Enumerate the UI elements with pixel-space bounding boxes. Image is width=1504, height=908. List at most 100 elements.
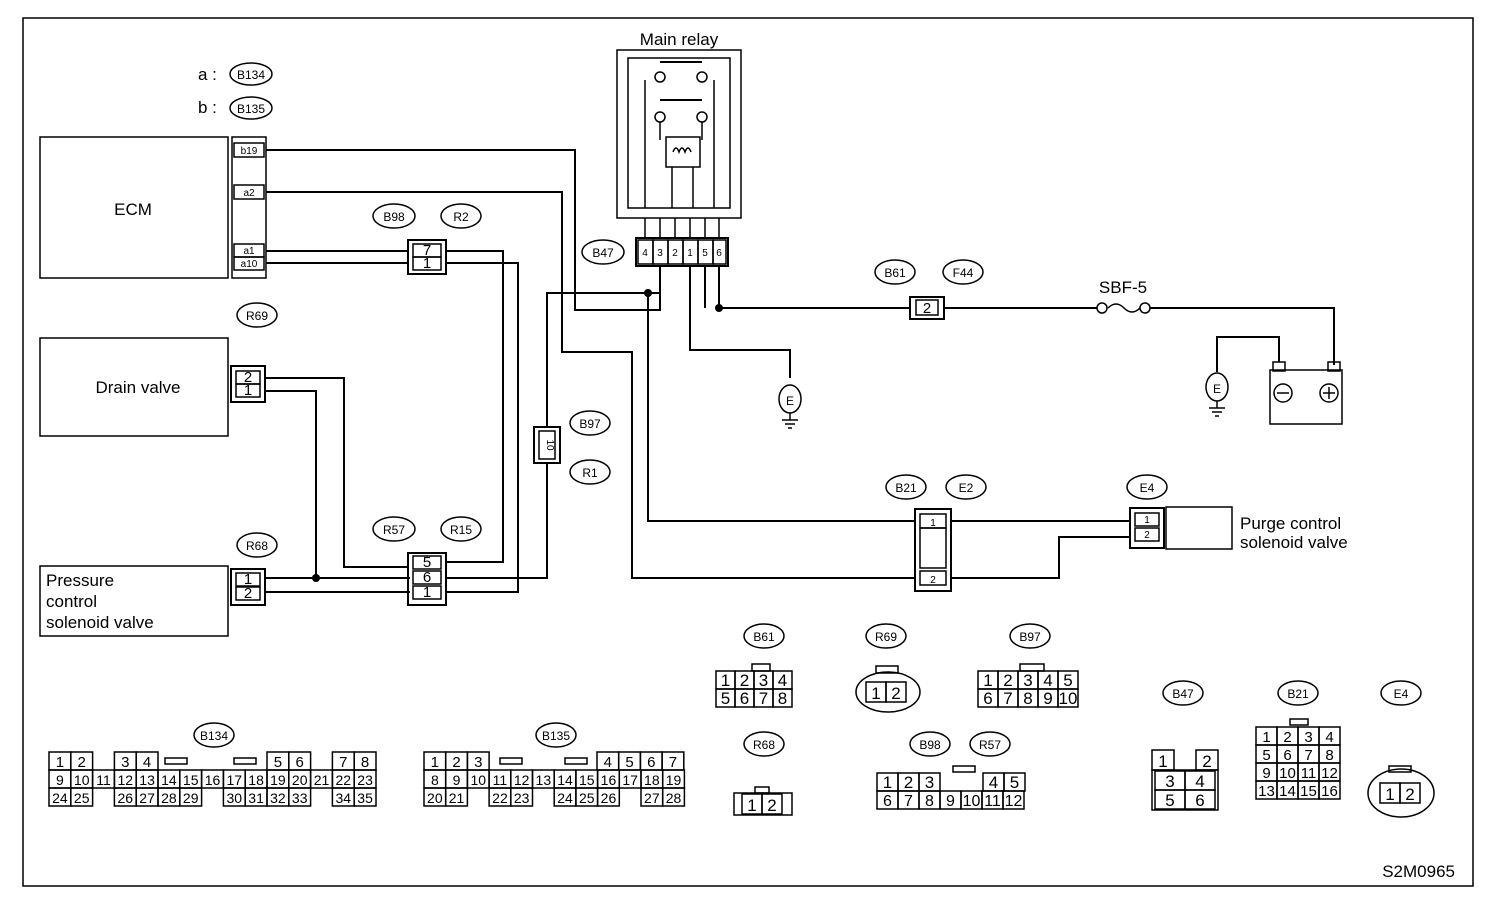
legend-b134-cell [179,787,203,807]
conn-r69-pin-2: 2 [244,369,252,386]
legend-b135-pin-14: 14 [557,772,573,788]
legend-b21-cell [1318,780,1341,800]
legend-e4-pin-2: 2 [1405,785,1414,804]
relay-connector [635,237,729,267]
fuse-icon [1107,303,1141,313]
tag-r57 [372,516,416,542]
legend-b97-pin-4: 4 [1043,671,1052,690]
legend-b135-pin-16: 16 [601,772,617,788]
legend-b134-pin-6: 6 [296,754,304,771]
legend-r69-cell [885,681,907,703]
legend-b21-pin-13: 13 [1258,783,1275,800]
legend-b98-pin-12: 12 [1005,793,1023,810]
legend-b98-latch [952,765,976,773]
conn-b98-pin [412,256,442,271]
legend-b134-pin-29: 29 [183,790,199,806]
conn-e4-pin [1134,527,1160,542]
legend-b21-pin-15: 15 [1300,783,1317,800]
legend-b134-pin-27: 27 [139,790,155,806]
conn-r69-pin-1: 1 [244,382,252,399]
relay-pin-4: 4 [642,248,648,259]
ground-icon [1209,401,1225,417]
legend-b135-pin-28: 28 [666,790,682,806]
tag-b61-label: B61 [884,266,906,280]
legend-r69-latch [875,665,899,674]
legend-b47-pin-4: 4 [1195,772,1204,791]
ecm-pin-a2-label: a2 [243,188,255,199]
wire-r69-1 [265,390,317,578]
legend-b135-latch [564,757,588,765]
legend-b21-pin-12: 12 [1321,765,1338,782]
legend-b47-tag [1162,680,1204,706]
legend-b135-pin-22: 22 [492,790,508,806]
ground-right-label: E [1213,382,1221,396]
legend-b21-pin-2: 2 [1283,729,1291,746]
legend-r68-tag [743,731,785,757]
tag-b47-label: B47 [592,246,614,260]
ecm-label: ECM [114,200,152,219]
legend-b97-pin-9: 9 [1043,689,1052,708]
legend-b135-pin-26: 26 [601,790,617,806]
legend-b98-cell [1002,790,1025,810]
wire-relay-b61 [704,266,912,309]
legend-b134-pin-16: 16 [205,772,221,788]
tag-r57-label: R57 [383,523,405,537]
legend-b134-latch [233,757,257,765]
legend-b134-pin-12: 12 [118,772,134,788]
legend-b21-pin-3: 3 [1304,729,1312,746]
legend-b134-pin-8: 8 [361,754,369,771]
conn-r57-pin [412,555,442,570]
legend-b134-pin-10: 10 [74,772,90,788]
ecm-pin-a2 [233,184,265,200]
legend-b135-pin-15: 15 [579,772,595,788]
legend-b47-pin-3: 3 [1165,772,1174,791]
legend-b135-pin-23: 23 [514,790,530,806]
legend-b135-pin-5: 5 [625,754,633,771]
tag-b134-label: B134 [237,68,265,82]
legend-b47-body [1151,769,1219,811]
tag-b98 [372,203,416,229]
legend-b135-pin-21: 21 [449,790,465,806]
ecm-box [39,136,229,279]
legend-b21-pin-6: 6 [1283,747,1291,764]
legend-r68-tag-label: R68 [753,738,775,752]
relay-terminal [654,111,666,123]
legend-b134-latch [164,757,188,765]
legend-b134-pin-13: 13 [139,772,155,788]
conn-b21-body [919,527,947,569]
legend-r68-pin-1: 1 [747,796,756,815]
legend-b134-pin-31: 31 [248,790,264,806]
legend-b134-pin-1: 1 [56,754,64,771]
junction-dot [644,289,652,297]
plus-icon [1319,383,1339,403]
tag-b21 [885,474,927,500]
legend-e4-cell [1399,782,1421,804]
drain-valve-label: Drain valve [95,378,180,397]
legend-b135-pin-19: 19 [666,772,682,788]
conn-r57-pin [412,585,442,600]
legend-b134-tag-label: B134 [200,729,228,743]
legend-b135-tag-label: B135 [542,729,570,743]
purge-valve-box [1165,506,1233,550]
wire-battery-ground [1216,336,1280,372]
legend-b134-cell [288,787,312,807]
legend-b61-pin-7: 7 [759,689,768,708]
conn-b21-pin-2: 2 [930,575,936,586]
wire-relay-ground [689,266,791,378]
relay-leads [659,122,703,140]
legend-b135-pin-13: 13 [536,772,552,788]
legend-e4-tag [1380,680,1422,706]
legend-b134-pin-19: 19 [270,772,286,788]
legend-r68-cell [761,793,783,815]
relay-pin-3: 3 [657,248,663,259]
legend-b98-pin-3: 3 [925,773,934,792]
legend-r57-tag-label: R57 [979,738,1001,752]
legend-b98-pin-1: 1 [883,773,892,792]
legend-b98-pin-8: 8 [925,793,934,810]
legend-b21-pin-10: 10 [1279,765,1296,782]
ecm-pin-a1-label: a1 [243,246,255,257]
legend-b134-pin-3: 3 [121,754,129,771]
wire-b97-r57 [446,463,548,579]
